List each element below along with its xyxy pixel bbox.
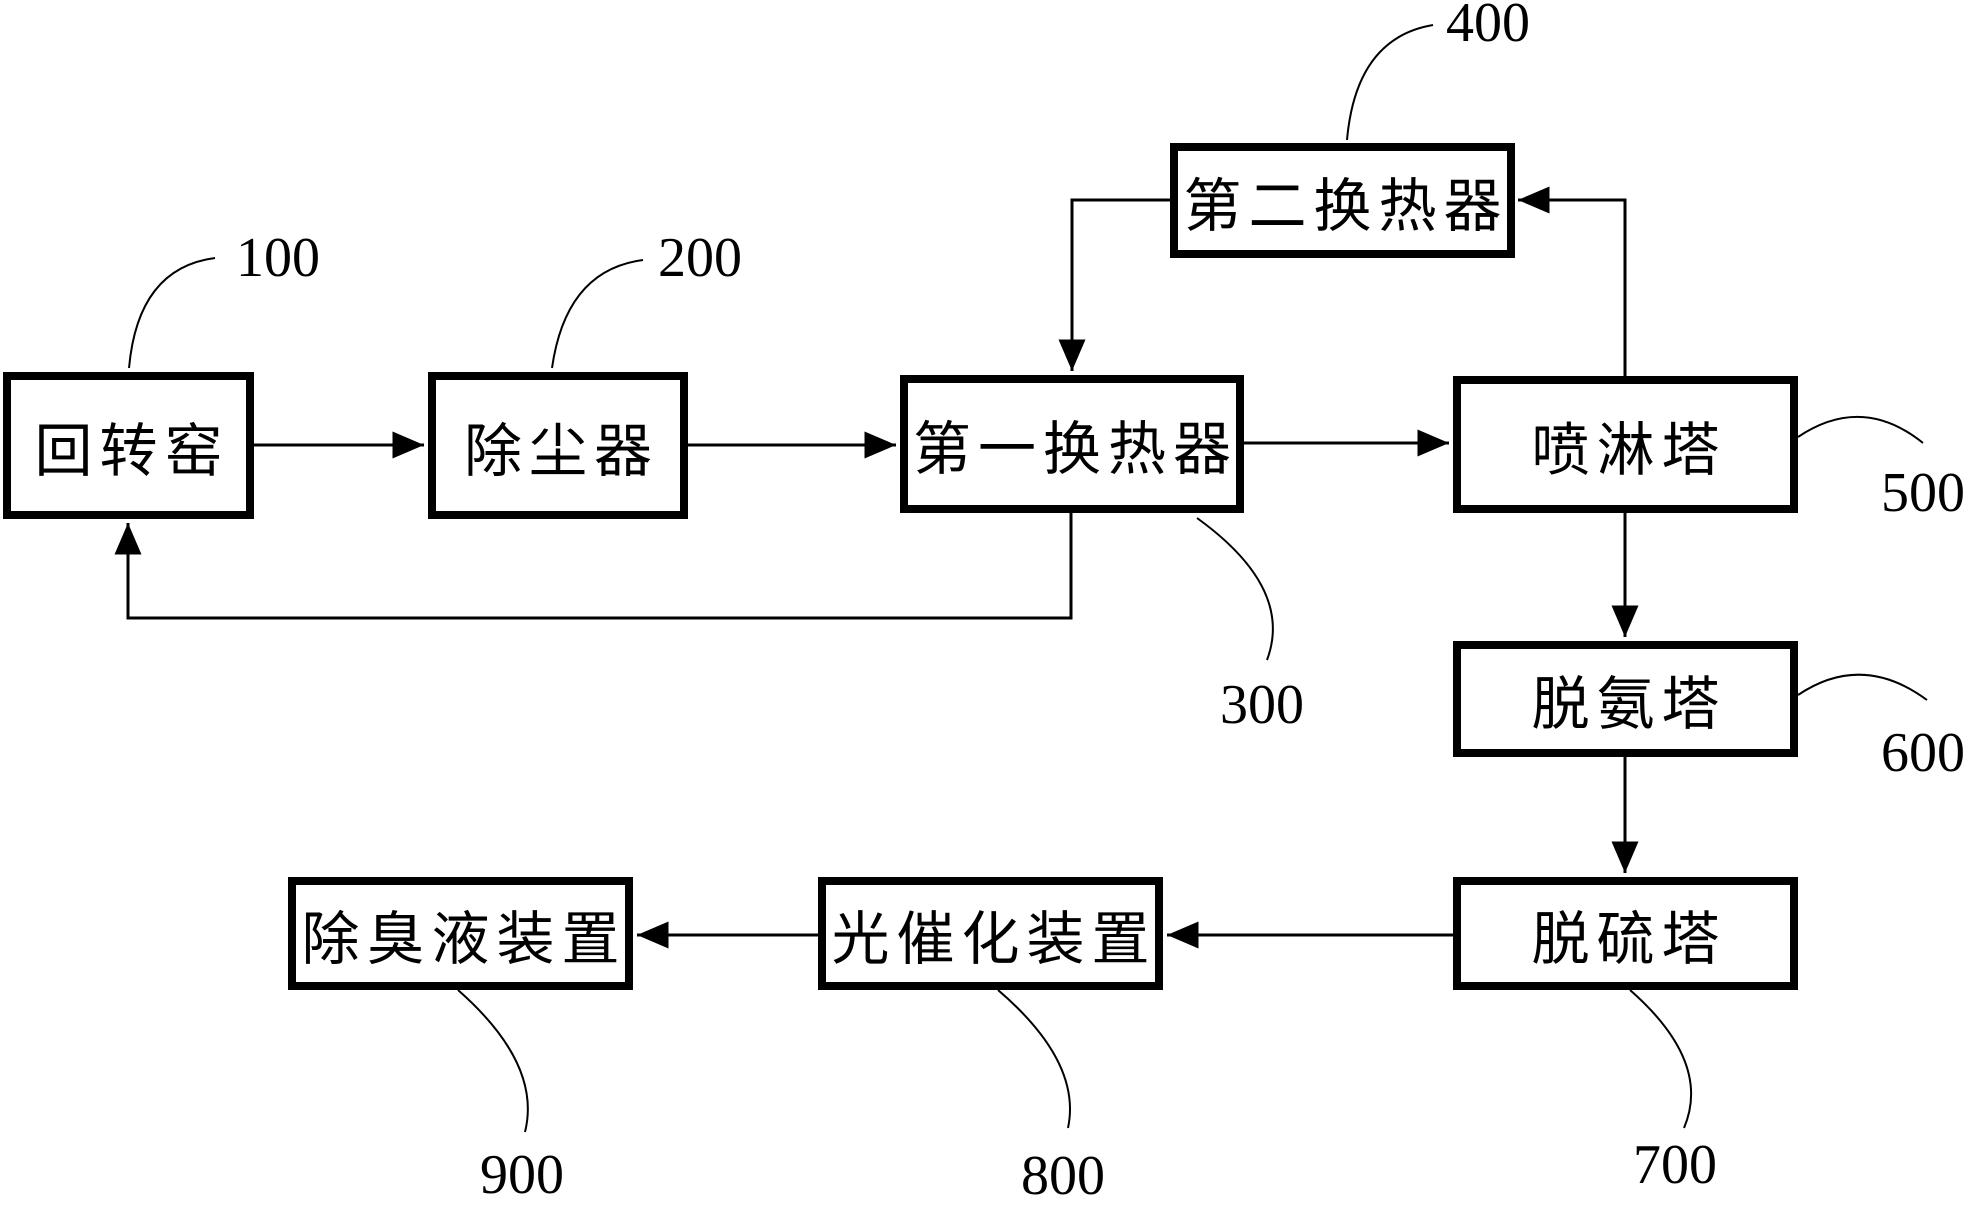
node-dust-collector: 除尘器 — [428, 372, 688, 519]
leader-600 — [1797, 673, 1928, 701]
node-desulfurization-tower-label: 脱硫塔 — [1531, 906, 1727, 972]
leader-300 — [1196, 517, 1274, 661]
ref-label-300: 300 — [1220, 674, 1304, 736]
node-desulfurization-tower: 脱硫塔 — [1453, 877, 1798, 990]
arrow-hx1-return-to-kiln — [114, 513, 1073, 620]
leader-200 — [551, 259, 644, 369]
node-first-heat-exchanger: 第一换热器 — [900, 375, 1244, 513]
ref-label-500: 500 — [1881, 462, 1965, 524]
ref-label-900: 900 — [480, 1144, 564, 1206]
node-spray-tower: 喷淋塔 — [1453, 376, 1798, 513]
node-photocatalysis-device-label: 光催化装置 — [831, 906, 1157, 972]
node-deodorizing-liquid-device: 除臭液装置 — [288, 877, 633, 990]
leader-900 — [457, 989, 529, 1133]
node-deamination-tower-label: 脱氨塔 — [1531, 672, 1727, 737]
node-photocatalysis-device: 光催化装置 — [818, 877, 1163, 990]
node-second-heat-exchanger: 第二换热器 — [1170, 143, 1515, 258]
leader-700 — [1629, 989, 1693, 1129]
ref-label-200: 200 — [658, 227, 742, 289]
arrow-spray-to-hx2 — [1518, 186, 1627, 376]
node-rotary-kiln-label: 回转窑 — [34, 418, 230, 484]
node-deamination-tower: 脱氨塔 — [1453, 641, 1798, 757]
node-first-heat-exchanger-label: 第一换热器 — [913, 417, 1239, 482]
ref-label-800: 800 — [1021, 1145, 1105, 1206]
ref-label-100: 100 — [236, 227, 320, 289]
node-rotary-kiln: 回转窑 — [3, 372, 254, 519]
leader-400 — [1346, 24, 1434, 141]
arrow-hx2-to-hx1 — [1058, 198, 1170, 371]
ref-label-600: 600 — [1881, 722, 1965, 784]
node-dust-collector-label: 除尘器 — [463, 418, 659, 484]
leader-100 — [128, 257, 216, 369]
node-second-heat-exchanger-label: 第二换热器 — [1183, 173, 1509, 239]
leader-500 — [1797, 415, 1924, 444]
leader-800 — [997, 989, 1071, 1129]
node-deodorizing-liquid-device-label: 除臭液装置 — [301, 906, 627, 972]
ref-label-700: 700 — [1633, 1134, 1717, 1196]
ref-label-400: 400 — [1446, 0, 1530, 54]
node-spray-tower-label: 喷淋塔 — [1531, 417, 1727, 483]
